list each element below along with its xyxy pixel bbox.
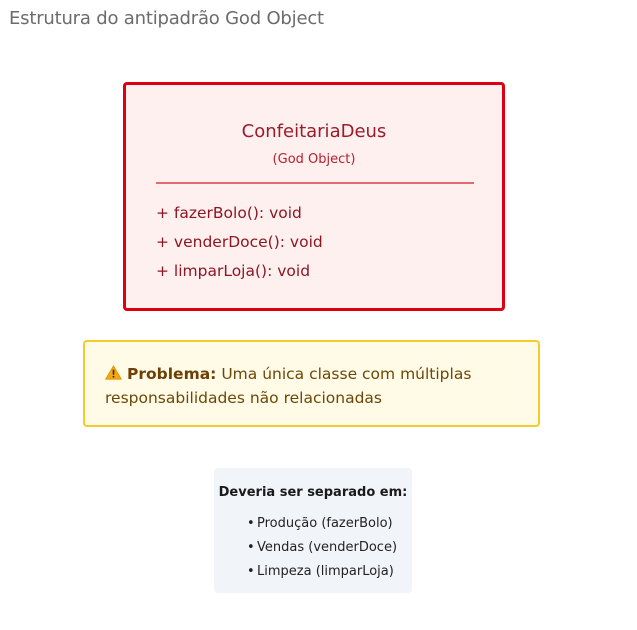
warning-label: Problema: <box>127 365 217 383</box>
page-title: Estrutura do antipadrão God Object <box>9 8 324 29</box>
warning-icon <box>105 365 127 380</box>
warning-description: Uma única classe com múltiplas responsab… <box>105 365 472 407</box>
class-stereotype: (God Object) <box>272 152 356 167</box>
bullet: • <box>247 516 255 531</box>
class-divider <box>156 182 474 184</box>
class-name: ConfeitariaDeus <box>241 121 387 142</box>
method-item: + limparLoja(): void <box>156 262 311 280</box>
list-item-label: Limpeza (limparLoja) <box>257 564 394 579</box>
god-object-class-box: ConfeitariaDeus (God Object) + fazerBolo… <box>123 82 505 311</box>
list-item-label: Vendas (venderDoce) <box>257 540 398 555</box>
separation-list: •Produção (fazerBolo) •Vendas (venderDoc… <box>247 512 397 584</box>
list-item: •Produção (fazerBolo) <box>247 512 397 536</box>
method-item: + venderDoce(): void <box>156 233 323 251</box>
list-item: •Vendas (venderDoce) <box>247 536 397 560</box>
method-item: + fazerBolo(): void <box>156 204 302 222</box>
list-item: •Limpeza (limparLoja) <box>247 560 397 584</box>
list-item-label: Produção (fazerBolo) <box>257 516 393 531</box>
bullet: • <box>247 564 255 579</box>
warning-message: Problema: Uma única classe com múltiplas… <box>105 362 525 410</box>
problem-warning-box: Problema: Uma única classe com múltiplas… <box>83 340 540 427</box>
separation-title: Deveria ser separado em: <box>218 485 408 500</box>
bullet: • <box>247 540 255 555</box>
separation-suggestion-box: Deveria ser separado em: •Produção (faze… <box>214 468 412 593</box>
method-list: + fazerBolo(): void + venderDoce(): void… <box>156 199 323 286</box>
